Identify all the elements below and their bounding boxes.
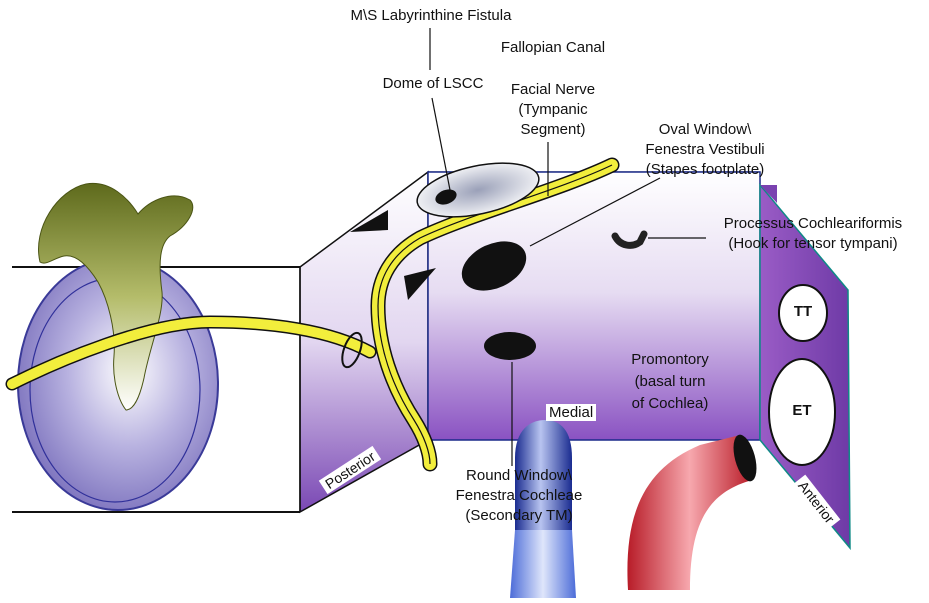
oval-window-label-2: Fenestra Vestibuli [620,140,790,160]
round-window-label-1: Round Window\ [444,466,594,486]
round-window-label-2: Fenestra Cochleae [444,486,594,506]
facial-nerve-label-1: Facial Nerve [478,80,628,100]
promontory-label-2: (basal turn [610,372,730,392]
facial-nerve-label-2: (Tympanic [478,100,628,120]
processus-label-2: (Hook for tensor tympani) [702,234,924,254]
round-window-label-3: (Secondary TM) [444,506,594,526]
medial-label: Medial [546,404,596,421]
promontory-label-1: Promontory [610,350,730,370]
round-window-niche [484,332,536,360]
et-label: ET [782,402,822,419]
fallopian-canal-label: Fallopian Canal [478,38,628,58]
oval-window-label-3: (Stapes footplate) [620,160,790,180]
processus-label-1: Processus Cochleariformis [702,214,924,234]
facial-nerve-label-3: Segment) [478,120,628,140]
oval-window-label-1: Oval Window\ [620,120,790,140]
round-window-tube-bottom [510,530,576,598]
promontory-label-3: of Cochlea) [610,394,730,414]
tt-label: TT [783,303,823,320]
labyrinthine-fistula-label: M\S Labyrinthine Fistula [331,6,531,26]
eustachian-tube [627,435,752,590]
